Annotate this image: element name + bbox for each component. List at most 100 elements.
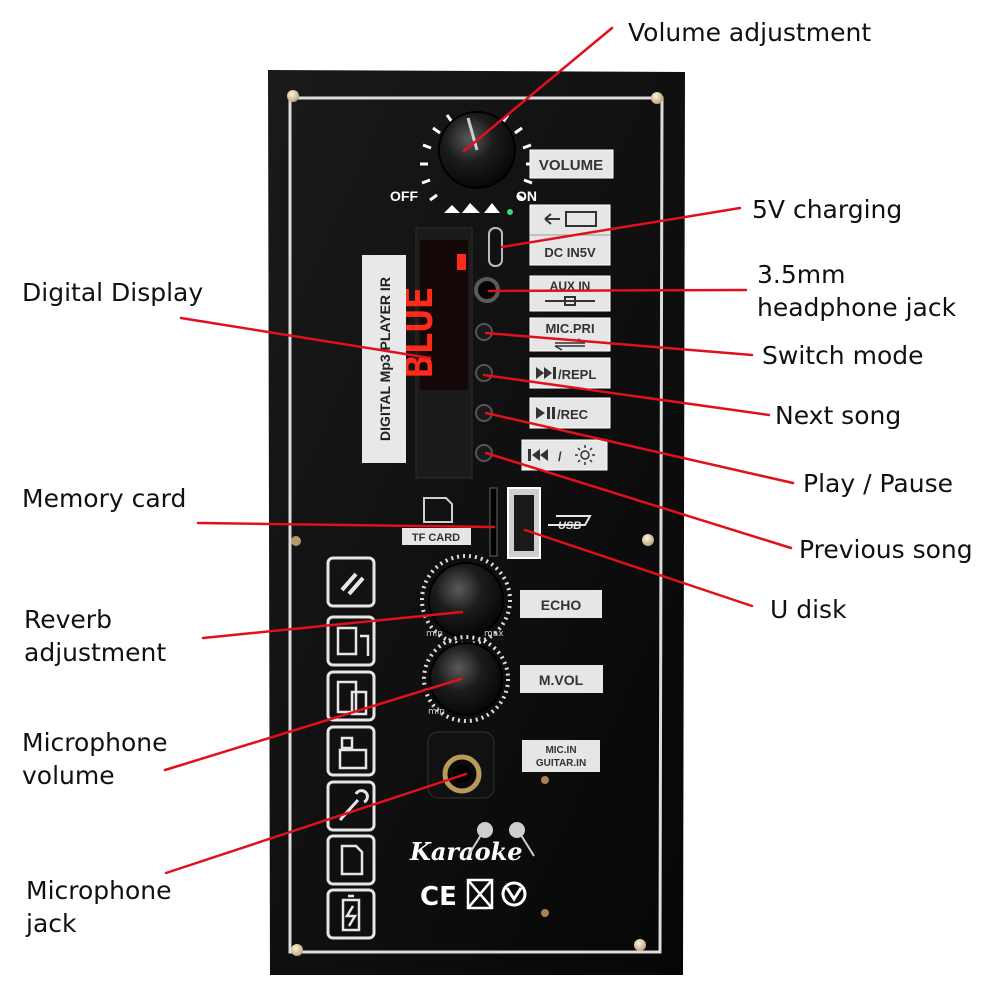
previous-track-icon	[528, 449, 548, 461]
microphone-mode-icon	[326, 780, 376, 832]
leader-next-song	[482, 373, 771, 417]
callout-headphone-jack-line2: headphone jack	[757, 293, 957, 322]
label-tf-card: TF CARD	[412, 532, 460, 544]
recycle-icon	[501, 881, 527, 907]
corner-screw-tr	[651, 92, 663, 104]
leader-switch-mode	[484, 331, 754, 357]
label-dc-in: DC IN5V	[544, 245, 596, 260]
mid-screw-left	[291, 536, 301, 546]
callout-memory-card: Memory card	[22, 484, 187, 513]
callout-mic-jack-line2: jack	[26, 909, 77, 938]
callout-switch-mode: Switch mode	[762, 341, 924, 370]
mode-icon-column	[326, 556, 376, 940]
player-name-label: DIGITAL Mp3 PLAYER IR	[362, 255, 406, 463]
tf-card-slot-group: TF CARD	[402, 487, 498, 557]
rec-label-box: /REC	[529, 397, 611, 429]
label-guitar-in: GUITAR.IN	[536, 758, 586, 769]
leader-play-pause	[484, 411, 795, 485]
usb-icon	[548, 515, 592, 526]
callout-play-pause: Play / Pause	[803, 469, 953, 498]
callout-previous-song: Previous song	[799, 535, 973, 564]
mic-pri-label-box: MIC.PRI	[529, 317, 611, 352]
aux-mode-icon	[326, 615, 376, 667]
callout-mic-volume-line2: volume	[22, 761, 115, 790]
switch-mode-button[interactable]	[475, 323, 493, 341]
weee-bin-icon	[466, 878, 494, 910]
corner-screw-br	[634, 939, 646, 951]
charge-arrow-icon	[544, 213, 560, 225]
power-led	[507, 209, 513, 215]
label-off: OFF	[390, 188, 418, 204]
usb-port-group: USB	[507, 487, 592, 559]
light-icon	[575, 445, 595, 465]
digital-display: BLUE	[397, 227, 473, 479]
sd-card-icon	[423, 497, 453, 523]
panel-border	[288, 96, 664, 954]
callout-next-song: Next song	[775, 401, 902, 430]
branding: Karaoke CE	[409, 822, 535, 912]
mid-screw-right	[642, 534, 654, 546]
echo-dial-ring	[420, 554, 512, 646]
callout-5v-charging: 5V charging	[752, 195, 903, 224]
tf-card-slot[interactable]	[489, 487, 498, 557]
usb-c-charging-port[interactable]	[488, 227, 503, 267]
volume-step-marks	[444, 203, 500, 213]
prev-label-box: /	[521, 439, 608, 471]
bluetooth-mode-icon	[326, 556, 376, 608]
echo-knob-group: min max ECHO	[420, 554, 602, 646]
label-on: ON	[516, 188, 537, 204]
label-player-name: DIGITAL Mp3 PLAYER IR	[377, 277, 393, 441]
label-mic-pri: MIC.PRI	[545, 321, 594, 336]
callout-mic-volume-line1: Microphone	[22, 728, 168, 757]
label-volume: VOLUME	[539, 157, 603, 174]
callout-reverb-line1: Reverb	[24, 605, 112, 634]
leader-5v-charging	[500, 206, 742, 249]
volume-knob-pointer	[466, 117, 479, 151]
leader-reverb	[201, 610, 464, 640]
charge-plug-icon	[565, 211, 597, 227]
label-usb: USB	[558, 520, 581, 532]
previous-song-button[interactable]	[475, 444, 493, 462]
leader-memory-card	[196, 521, 496, 529]
callout-reverb-line2: adjustment	[24, 638, 167, 667]
aux-cable-icon	[545, 296, 595, 306]
leader-mic-volume	[163, 677, 463, 772]
ce-mark: CE	[420, 882, 457, 912]
echo-knob[interactable]	[428, 562, 504, 638]
device-mode-icon	[326, 670, 376, 722]
usb-mode-icon	[326, 725, 376, 777]
label-play-rec: /REC	[557, 407, 589, 422]
leader-digital-display	[179, 316, 432, 360]
corner-screw-tl	[287, 90, 299, 102]
battery-mode-icon	[326, 888, 376, 940]
label-next-repl: /REPL	[558, 367, 596, 382]
sd-card-mode-icon	[326, 834, 376, 886]
microphones-logo-icon	[467, 822, 535, 857]
corner-screw-bl	[291, 944, 303, 956]
label-echo-max: max	[484, 629, 504, 639]
screw-upper-1	[541, 776, 549, 784]
leader-headphone-jack	[487, 288, 748, 293]
label-mic-in: MIC.IN	[545, 745, 576, 756]
label-prev-light: /	[558, 449, 562, 464]
leader-volume-adjustment	[462, 26, 614, 153]
mic-volume-dial-ring	[422, 635, 510, 723]
karaoke-logo: Karaoke	[409, 837, 523, 866]
label-echo: ECHO	[541, 597, 582, 613]
screw-upper-2	[541, 909, 549, 917]
mic-volume-knob[interactable]	[429, 642, 503, 716]
play-pause-button[interactable]	[475, 404, 493, 422]
volume-label-box: VOLUME	[529, 149, 614, 179]
callout-u-disk: U disk	[770, 595, 847, 624]
mic-volume-knob-group: min M.VOL	[422, 635, 603, 723]
leader-previous-song	[484, 451, 793, 550]
callout-mic-jack-line1: Microphone	[26, 876, 172, 905]
leader-u-disk	[523, 528, 754, 608]
label-mvol-min: min	[428, 707, 445, 717]
play-pause-icon	[536, 407, 555, 419]
leader-mic-jack	[164, 772, 468, 875]
aux-label-box: AUX IN	[529, 275, 611, 312]
next-song-button[interactable]	[475, 364, 493, 382]
callout-digital-display: Digital Display	[22, 278, 204, 307]
